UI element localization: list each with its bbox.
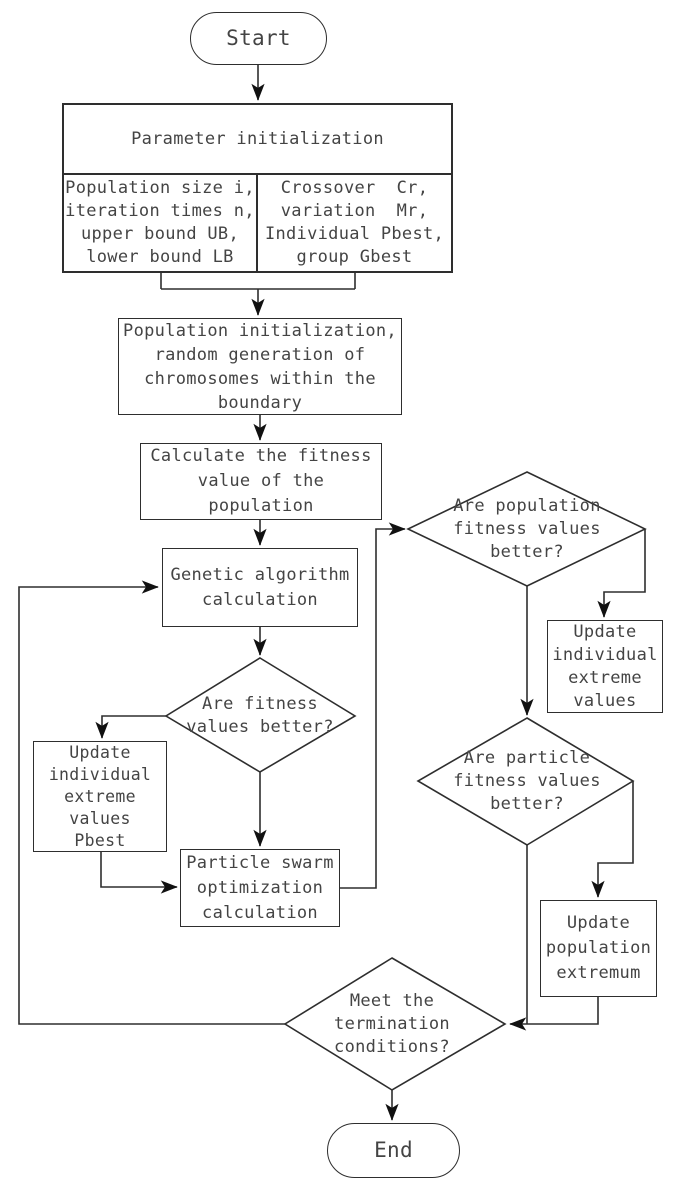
connector-termination-loop-to-genetic — [18, 580, 285, 1025]
connector-pbest-to-pso — [100, 852, 178, 894]
calculate-fitness-box: Calculate the fitness value of the popul… — [140, 443, 382, 520]
genetic-algorithm-box: Genetic algorithm calculation — [162, 548, 358, 627]
connector-param-merge — [160, 273, 356, 290]
connector-population-diamond-to-update-individual — [597, 529, 646, 618]
parameter-cell-population: Population size i, iteration times n, up… — [64, 175, 258, 271]
particle-fitness-better-label: Are particle fitness values better? — [453, 747, 601, 814]
parameter-initialization-box: Parameter initialization Population size… — [62, 103, 453, 273]
connector-pso-to-population-diamond — [340, 522, 406, 889]
update-individual-extreme-box: Update individual extreme values — [547, 620, 663, 713]
parameter-initialization-title: Parameter initialization — [64, 105, 451, 175]
parameter-cell-crossover: Crossover Cr, variation Mr, Individual P… — [264, 178, 445, 267]
update-pbest-box: Update individual extreme values Pbest — [33, 741, 167, 852]
connector-particle-diamond-to-extremum — [591, 781, 634, 898]
termination-condition-label: Meet the termination conditions? — [334, 990, 450, 1057]
fitness-better-label: Are fitness values better? — [186, 694, 334, 737]
population-fitness-better-label: Are population fitness values better? — [453, 495, 601, 562]
connector-fitness-diamond-to-pbest — [95, 715, 166, 739]
parameter-cells: Population size i, iteration times n, up… — [64, 175, 451, 271]
start-label: Start — [226, 26, 291, 50]
start-terminator: Start — [190, 12, 327, 65]
connector-extremum-to-termination — [509, 997, 599, 1031]
particle-swarm-box: Particle swarm optimization calculation — [180, 849, 340, 927]
update-population-extremum-box: Update population extremum — [540, 900, 657, 997]
end-terminator: End — [327, 1123, 460, 1178]
end-label: End — [374, 1138, 413, 1162]
population-initialization-box: Population initialization, random genera… — [118, 318, 402, 415]
